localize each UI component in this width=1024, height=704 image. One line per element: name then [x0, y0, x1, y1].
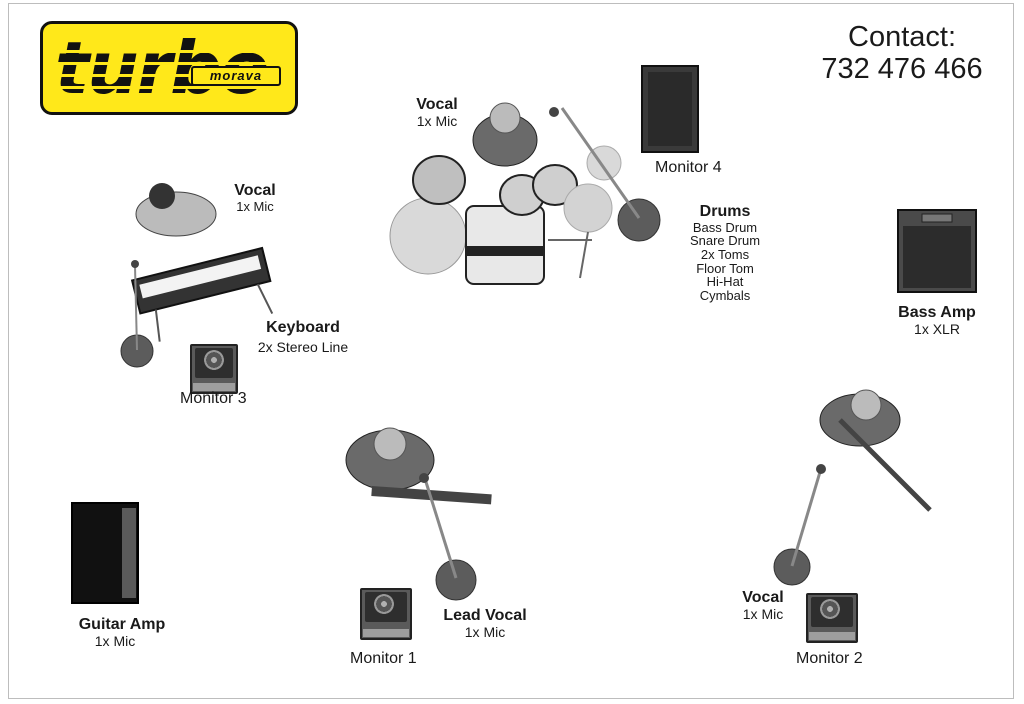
station-detail: 1x XLR — [914, 320, 960, 337]
lead-guitarist-figure — [345, 427, 492, 505]
monitor-2-label: Monitor 2 — [796, 650, 863, 667]
keys-vocal-label: Vocal 1x Mic — [222, 182, 288, 214]
station-detail: 1x Mic — [236, 198, 274, 214]
station-title: Keyboard — [266, 319, 340, 336]
speaker-icon — [374, 594, 394, 614]
logo-stripe — [43, 62, 295, 65]
crash-cymbal — [389, 197, 467, 275]
station-title: Vocal — [234, 182, 276, 199]
drum-item: Bass Drum — [692, 219, 758, 235]
bass-amp-label: Bass Amp 1x XLR — [888, 304, 986, 337]
band-logo: turbo morava — [40, 21, 298, 115]
station-detail: 1x Mic — [742, 605, 784, 622]
bass-vocal-label: Vocal 1x Mic — [730, 589, 796, 622]
contact-block: Contact: 732 476 466 — [814, 21, 990, 86]
station-title: Bass Amp — [898, 304, 976, 321]
bass-amp-cabinet — [897, 209, 977, 293]
guitar-amp-label: Guitar Amp 1x Mic — [70, 616, 174, 648]
stage-frame — [8, 3, 1014, 699]
station-title: Lead Vocal — [443, 607, 527, 624]
station-detail: 1x Mic — [416, 112, 458, 129]
drum-item: 2x Toms — [700, 247, 750, 263]
drummer-figure — [472, 102, 538, 167]
drum-item: Hi-Hat — [706, 274, 744, 290]
guitar-amp-cabinet — [71, 502, 139, 604]
bass-drum — [465, 205, 545, 285]
speaker-icon — [820, 599, 840, 619]
drum-item: Floor Tom — [696, 260, 754, 276]
contact-phone: 732 476 466 — [821, 52, 983, 85]
hi-hat — [563, 183, 613, 233]
logo-stripe — [43, 86, 295, 89]
logo-stripe — [43, 74, 295, 77]
station-detail: 2x Stereo Line — [257, 338, 349, 355]
monitor-3-label: Monitor 3 — [180, 390, 247, 407]
bassist-figure — [819, 389, 932, 512]
station-title: Vocal — [416, 96, 458, 113]
drums-vocal-label: Vocal 1x Mic — [404, 96, 470, 129]
monitor-4-speaker — [641, 65, 699, 153]
station-title: Vocal — [742, 589, 784, 606]
keyboard-label: Keyboard 2x Stereo Line — [250, 319, 356, 355]
tom — [532, 164, 578, 206]
lead-vocal-label: Lead Vocal 1x Mic — [432, 607, 538, 640]
station-title: Guitar Amp — [78, 616, 166, 633]
drum-mic-stand — [617, 198, 661, 242]
floor-tom — [412, 155, 466, 205]
logo-stripe — [43, 50, 295, 53]
contact-label: Contact: — [848, 21, 956, 53]
station-detail: 1x Mic — [464, 623, 506, 640]
monitor-1-wedge — [360, 588, 412, 640]
keyboard-player-figure — [135, 183, 217, 237]
monitor-2-wedge — [806, 593, 858, 643]
bass-vocal-mic-stand — [773, 548, 811, 586]
drum-kit — [389, 107, 661, 285]
station-title: Drums — [699, 203, 751, 220]
logo-subtitle: morava — [191, 66, 281, 86]
monitor-3-wedge — [190, 344, 238, 394]
monitor-4-label: Monitor 4 — [655, 159, 722, 176]
monitor-1-label: Monitor 1 — [350, 650, 417, 667]
drum-item: Cymbals — [699, 288, 751, 303]
speaker-icon — [204, 350, 224, 370]
drums-label: Drums Bass Drum Snare Drum 2x Toms Floor… — [680, 203, 770, 303]
lead-vocal-mic-stand — [435, 559, 477, 601]
station-detail: 1x Mic — [94, 632, 136, 649]
drum-item: Snare Drum — [689, 233, 761, 249]
